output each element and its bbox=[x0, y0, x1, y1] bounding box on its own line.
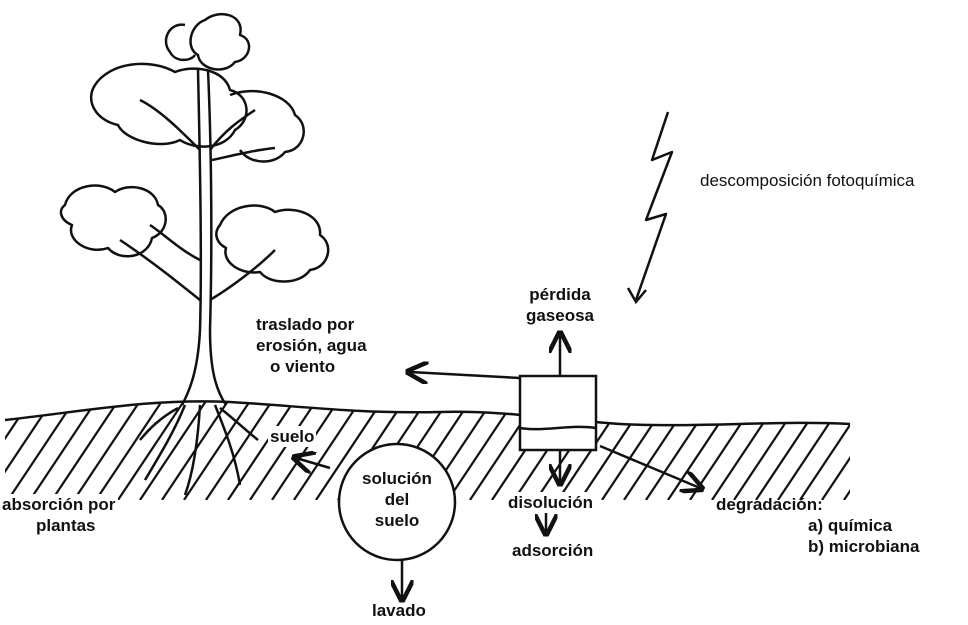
transport-arrow bbox=[410, 372, 520, 378]
soil-hatching bbox=[0, 395, 958, 500]
soil-solution-label: solución del suelo bbox=[352, 468, 442, 531]
hatch-line bbox=[778, 395, 848, 500]
soil-label: suelo bbox=[268, 426, 316, 447]
gaseous-loss-label: pérdida gaseosa bbox=[520, 284, 600, 326]
hatch-line bbox=[0, 395, 56, 500]
hatch-line bbox=[844, 395, 914, 500]
transport-line-3: o viento bbox=[256, 356, 367, 377]
hatch-line bbox=[184, 395, 254, 500]
gaseous-loss-line-1: pérdida bbox=[520, 284, 600, 305]
gaseous-loss-line-2: gaseosa bbox=[520, 305, 600, 326]
dissolution-label: disolución bbox=[506, 492, 595, 513]
transport-label: traslado por erosión, agua o viento bbox=[256, 314, 367, 377]
hatch-line bbox=[602, 395, 672, 500]
hatch-line bbox=[888, 395, 958, 500]
pesticide-box bbox=[520, 376, 596, 450]
transport-line-1: traslado por bbox=[256, 314, 367, 335]
hatch-line bbox=[624, 395, 694, 500]
transport-line-2: erosión, agua bbox=[256, 335, 367, 356]
degradation-line-1: degradación: bbox=[716, 494, 919, 515]
soil-solution-line-3: suelo bbox=[352, 510, 442, 531]
hatch-line bbox=[690, 395, 760, 500]
leaching-label: lavado bbox=[372, 600, 426, 621]
hatch-line bbox=[756, 395, 826, 500]
hatch-line bbox=[800, 395, 870, 500]
plant-absorption-line-2: plantas bbox=[2, 515, 115, 536]
plant-absorption-label: absorción por plantas bbox=[2, 494, 118, 536]
soil-solution-line-2: del bbox=[352, 489, 442, 510]
hatch-line bbox=[668, 395, 738, 500]
hatch-line bbox=[228, 395, 298, 500]
hatch-line bbox=[8, 395, 78, 500]
degradation-line-3: b) microbiana bbox=[716, 536, 919, 557]
hatch-line bbox=[272, 395, 342, 500]
hatch-line bbox=[96, 395, 166, 500]
hatch-line bbox=[712, 395, 782, 500]
adsorption-label: adsorción bbox=[512, 540, 593, 561]
hatch-line bbox=[646, 395, 716, 500]
hatch-line bbox=[734, 395, 804, 500]
lightning-bolt-icon bbox=[636, 112, 672, 300]
plant-absorption-line-1: absorción por bbox=[2, 494, 115, 515]
degradation-line-2: a) química bbox=[716, 515, 919, 536]
photodecomposition-label: descomposición fotoquímica bbox=[700, 170, 915, 191]
hatch-line bbox=[118, 395, 188, 500]
soil-arrow bbox=[296, 458, 330, 468]
hatch-line bbox=[0, 395, 12, 500]
hatch-line bbox=[822, 395, 892, 500]
soil-solution-line-1: solución bbox=[352, 468, 442, 489]
degradation-label: degradación: a) química b) microbiana bbox=[716, 494, 919, 557]
hatch-line bbox=[250, 395, 320, 500]
hatch-line bbox=[866, 395, 936, 500]
hatch-line bbox=[0, 395, 34, 500]
plant-illustration bbox=[61, 14, 328, 495]
